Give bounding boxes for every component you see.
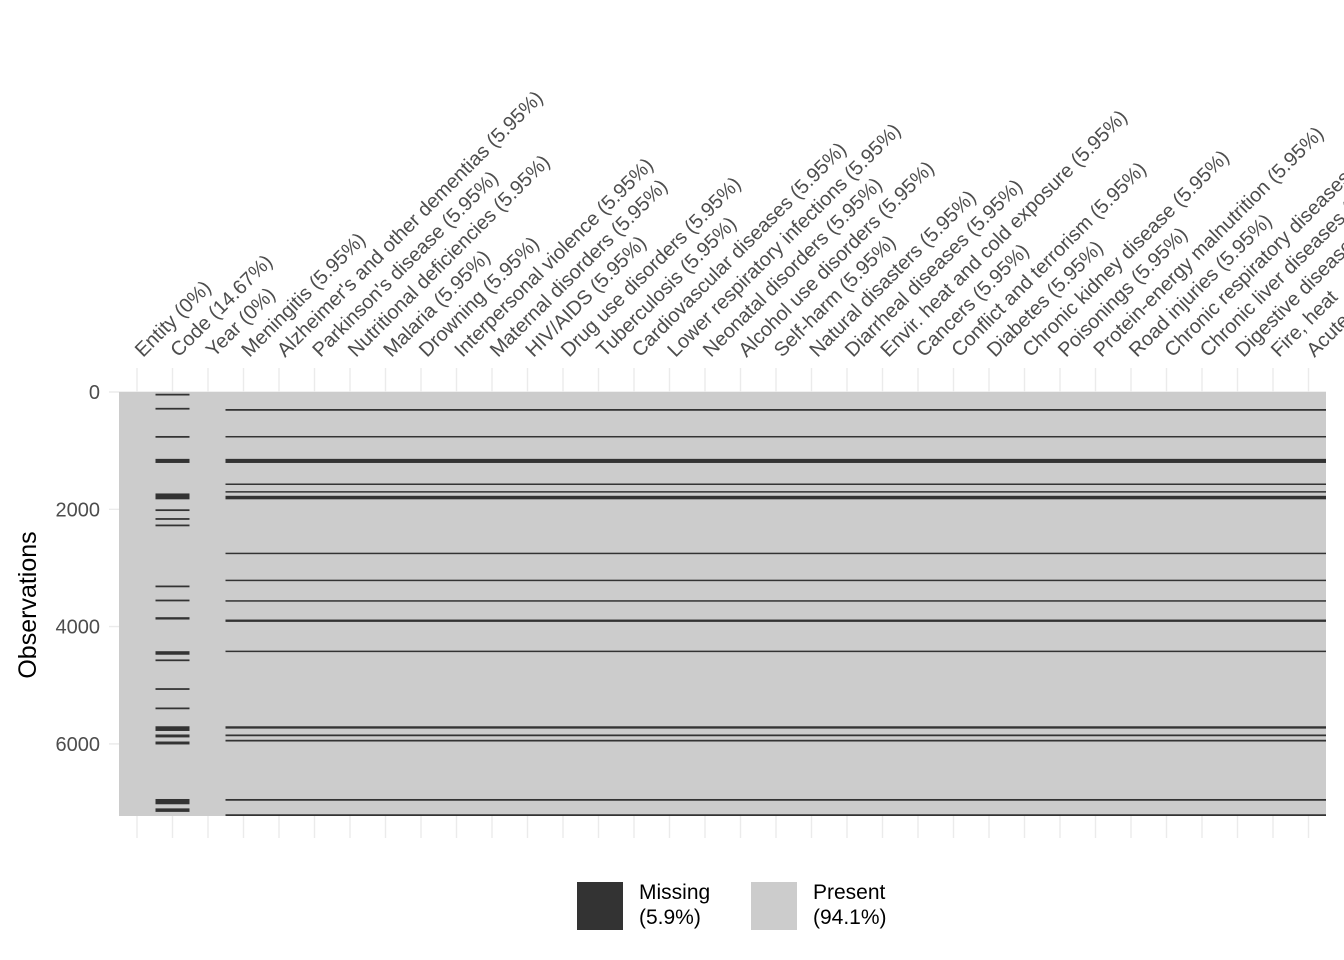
y-axis-ticks: 0 2000 4000 6000: [56, 382, 101, 756]
column-labels: Entity (0%)Code (14.67%)Year (0%)Meningi…: [131, 87, 1344, 362]
missing-mark-code: [155, 599, 190, 602]
missing-mark-code: [155, 688, 190, 690]
missing-mark-code: [155, 493, 190, 500]
missing-band: [225, 435, 1326, 438]
missing-band: [225, 491, 1326, 493]
missing-band: [225, 409, 1326, 411]
missing-mark-code: [155, 518, 190, 520]
missing-mark-code: [155, 393, 190, 396]
missing-mark-code: [155, 726, 190, 731]
missing-band: [225, 734, 1326, 737]
missing-mark-code: [155, 707, 190, 710]
missing-mark-code: [155, 524, 190, 527]
missing-band: [225, 650, 1326, 653]
legend-swatch-missing: [577, 882, 623, 930]
missing-band: [225, 619, 1326, 622]
missing-band: [225, 726, 1326, 729]
missing-mark-code: [155, 651, 190, 655]
legend-item-present: Present (94.1%): [751, 880, 913, 930]
missing-mark-code: [155, 458, 190, 463]
missing-band: [225, 600, 1326, 602]
missing-mark-code: [155, 734, 190, 738]
legend-swatch-present: [751, 882, 797, 930]
missing-band: [225, 483, 1326, 485]
missing-band: [225, 798, 1326, 801]
missing-mark-code: [155, 407, 190, 410]
missing-band: [225, 814, 1326, 816]
legend: Missing (5.9%) Present (94.1%): [577, 880, 925, 930]
y-axis-title: Observations: [14, 531, 42, 678]
missing-mark-code: [155, 798, 190, 805]
legend-label-present: Present (94.1%): [813, 881, 887, 929]
missing-mark-code: [155, 585, 190, 588]
y-tick-label: 2000: [56, 499, 101, 521]
legend-label-missing: Missing (5.9%): [639, 881, 711, 929]
missing-mark-code: [155, 617, 190, 620]
y-tick-label: 6000: [56, 734, 101, 756]
legend-item-missing: Missing (5.9%): [577, 880, 739, 930]
missing-band: [225, 495, 1326, 500]
y-tick-label: 4000: [56, 617, 101, 639]
missing-mark-code: [155, 435, 190, 438]
missing-band: [225, 458, 1326, 463]
missing-mark-code: [155, 808, 190, 812]
present-area: [119, 392, 1326, 816]
missing-band: [225, 552, 1326, 555]
missing-band: [225, 579, 1326, 582]
missing-mark-code: [155, 659, 190, 662]
missing-band: [225, 739, 1326, 742]
missing-mark-code: [155, 741, 190, 745]
missing-mark-code: [155, 509, 190, 512]
y-tick-label: 0: [89, 382, 100, 404]
plot-panel: [119, 392, 1326, 816]
